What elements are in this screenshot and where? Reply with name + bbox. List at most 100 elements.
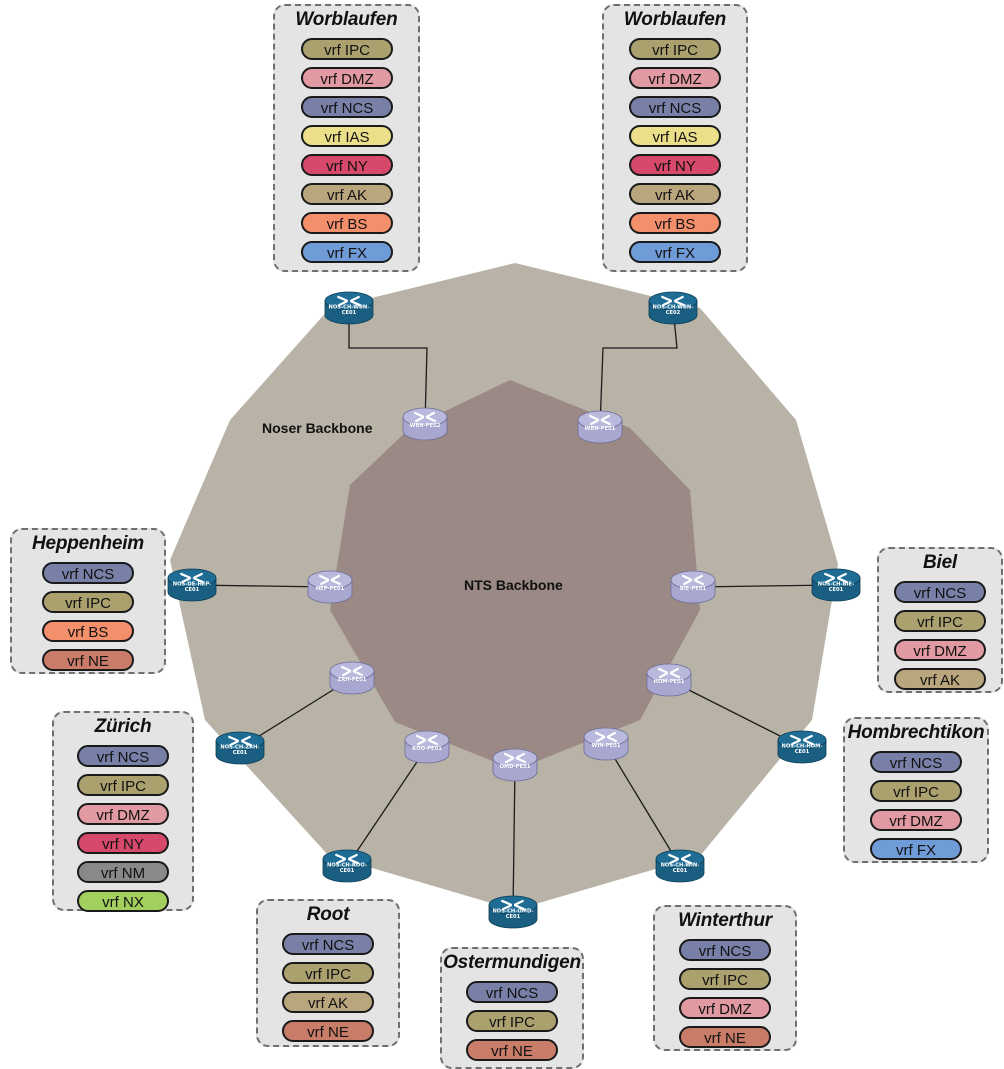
ce-router-wbn1-label: NOS-CH-WBN-CE01 [329,305,370,316]
link-ce_wbn2-wbn1 [599,307,678,428]
vrf-pill: vrf NCS [77,745,169,767]
router-arrows-icon [341,665,363,677]
ce-router-omd-label: NOS-CH-OMD-CE01 [492,909,533,920]
pe-router-win-label: WIN-PE01 [592,743,621,749]
site-box-biel: Biel vrf NCS vrf IPC vrf DMZ vrf AK [877,547,1003,693]
site-title: Winterthur [678,910,772,931]
vrf-pill: vrf AK [894,668,986,690]
ce-router-hep[interactable]: NOS-DE-HEP-CE01 [167,568,217,602]
router-arrows-icon [501,899,525,911]
site-title: Hombrechtikon [847,722,985,743]
ce-router-hom-label: NOS-CH-HOM-CE01 [781,744,822,755]
vrf-pill: vrf NY [629,154,721,176]
router-arrows-icon [668,853,692,865]
ce-router-bie[interactable]: NOS-CH-BIE-CE01 [811,568,861,602]
pe-router-win[interactable]: WIN-PE01 [583,727,629,761]
pe-router-hep-label: HEP-PE01 [316,586,345,592]
vrf-pill: vrf AK [282,991,374,1013]
vrf-pill: vrf NCS [301,96,393,118]
pe-router-zrh-label: ZRH-PE01 [338,677,367,683]
vrf-pill: vrf NCS [870,751,962,773]
pe-router-bie-label: BIE-PE01 [680,586,707,592]
site-title: Ostermundigen [443,952,581,973]
ce-router-zrh[interactable]: NOS-CH-ZRH-CE01 [215,731,265,765]
router-arrows-icon [588,414,612,426]
ce-router-win-label: NOS-CH-WIN-CE01 [661,863,700,874]
ce-router-hep-label: NOS-DE-HEP-CE01 [173,582,211,593]
vrf-pill: vrf NCS [894,581,986,603]
pe-router-wbn1[interactable]: WBN-PE01 [577,410,623,444]
ce-router-bie-label: NOS-CH-BIE-CE01 [818,582,855,593]
router-arrows-icon [657,667,681,679]
ce-router-hom[interactable]: NOS-CH-HOM-CE01 [777,730,827,764]
pe-router-wbn1-label: WBN-PE01 [585,426,616,432]
vrf-pill: vrf BS [629,212,721,234]
vrf-pill: vrf DMZ [679,997,771,1019]
pe-router-hom[interactable]: HOM-PE01 [646,663,692,697]
vrf-pill: vrf IAS [629,125,721,147]
site-title: Root [306,904,350,925]
vrf-pill: vrf NCS [282,933,374,955]
ce-router-roo[interactable]: NOS-CH-ROO-CE01 [322,849,372,883]
vrf-pill: vrf AK [301,183,393,205]
site-title: Zürich [94,716,152,737]
vrf-pill: vrf NM [77,861,169,883]
site-box-heppenheim: Heppenheim vrf NCS vrf IPC vrf BS vrf NE [10,528,166,674]
ce-router-omd[interactable]: NOS-CH-OMD-CE01 [488,895,538,929]
vrf-pill: vrf FX [870,838,962,860]
vrf-pill: vrf BS [301,212,393,234]
router-arrows-icon [414,411,436,423]
vrf-pill: vrf BS [42,620,134,642]
vrf-pill: vrf NE [466,1039,558,1061]
vrf-pill: vrf NE [42,649,134,671]
ce-router-wbn1[interactable]: NOS-CH-WBN-CE01 [324,291,374,325]
site-title: Worblaufen [295,9,398,30]
pe-router-zrh[interactable]: ZRH-PE01 [329,661,375,695]
vrf-pill: vrf FX [301,241,393,263]
noser-backbone-label: Noser Backbone [262,420,373,436]
site-title: Heppenheim [31,533,145,554]
router-arrows-icon [594,731,618,743]
vrf-pill: vrf IPC [870,780,962,802]
vrf-pill: vrf DMZ [894,639,986,661]
pe-router-hom-label: HOM-PE01 [654,679,685,685]
vrf-pill: vrf NY [77,832,169,854]
link-ce_wbn1-wbn2 [348,308,428,425]
link-ce_omd-omd [512,764,516,913]
pe-router-wbn2[interactable]: WBN-PE02 [402,407,448,441]
vrf-pill: vrf IPC [894,610,986,632]
pe-router-bie[interactable]: BIE-PE01 [670,570,716,604]
site-title: Biel [922,552,958,573]
ce-router-wbn2[interactable]: NOS-CH-WBN-CE02 [648,291,698,325]
site-box-winterthur: Winterthur vrf NCS vrf IPC vrf DMZ vrf NE [653,905,797,1051]
pe-router-wbn2-label: WBN-PE02 [410,423,441,429]
ce-router-win[interactable]: NOS-CH-WIN-CE01 [655,849,705,883]
pe-router-hep[interactable]: HEP-PE01 [307,570,353,604]
vrf-pill: vrf IPC [42,591,134,613]
pe-router-roo[interactable]: ROO-PE01 [404,730,450,764]
pe-router-omd-label: OMD-PE01 [500,764,531,770]
router-arrows-icon [337,295,361,307]
link-ce_win-win [605,743,681,867]
vrf-pill: vrf DMZ [629,67,721,89]
vrf-pill: vrf NE [679,1026,771,1048]
router-arrows-icon [681,574,705,586]
vrf-pill: vrf NCS [466,981,558,1003]
vrf-pill: vrf NCS [679,939,771,961]
vrf-pill: vrf IPC [282,962,374,984]
pe-router-omd[interactable]: OMD-PE01 [492,748,538,782]
router-arrows-icon [661,295,685,307]
vrf-pill: vrf IPC [679,968,771,990]
vrf-pill: vrf AK [629,183,721,205]
vrf-pill: vrf IPC [77,774,169,796]
vrf-pill: vrf NCS [42,562,134,584]
site-title: Worblaufen [623,9,727,30]
ce-router-wbn2-label: NOS-CH-WBN-CE02 [653,305,694,316]
